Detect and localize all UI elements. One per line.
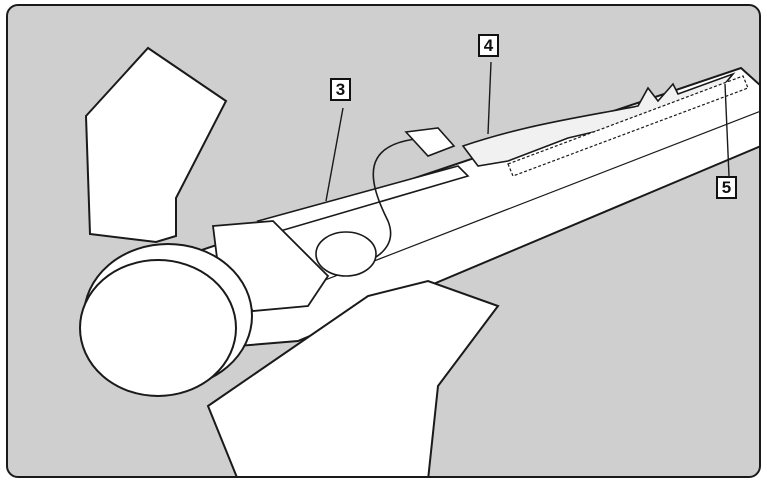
front-support-bracket	[206, 279, 500, 476]
leader-3	[325, 107, 344, 202]
callout-5: 5	[716, 176, 737, 199]
control-knob-face	[79, 259, 237, 397]
illustration-frame: 3 4 5	[6, 4, 761, 478]
leader-5	[724, 83, 730, 177]
leader-4	[487, 61, 492, 135]
air-shutter	[315, 231, 377, 277]
callout-3: 3	[330, 78, 351, 101]
ignitor-tip	[404, 127, 456, 157]
burner-diagram	[79, 46, 759, 476]
burner-ports	[507, 75, 749, 177]
callout-4: 4	[478, 34, 499, 57]
rear-support-bracket	[84, 46, 228, 244]
